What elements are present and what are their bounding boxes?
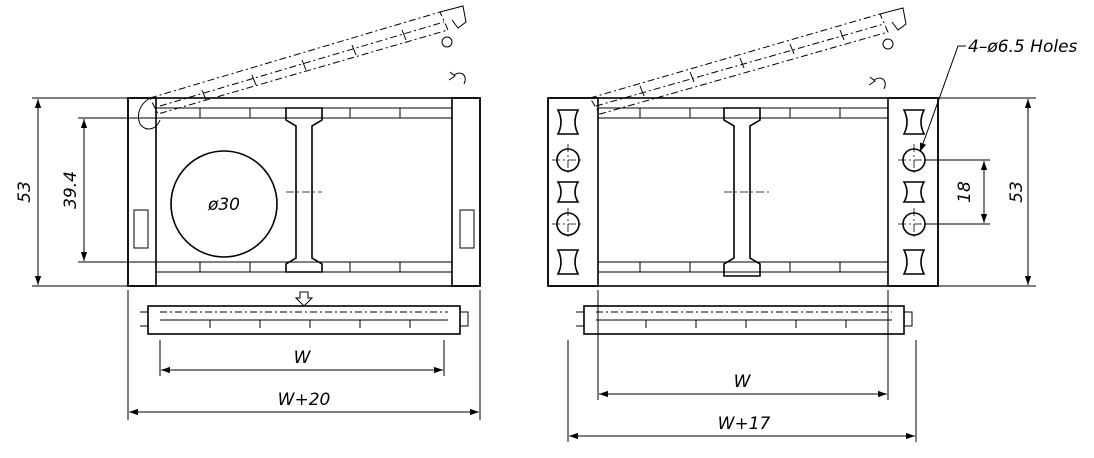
left-inner-height-label: 39.4 <box>61 171 81 209</box>
left-bottom-strip <box>140 291 469 335</box>
right-hole-label: 4–ø6.5 Holes <box>968 37 1078 57</box>
left-open-lid <box>137 5 467 130</box>
right-outer-width-label: W+17 <box>718 414 771 434</box>
right-dimensions <box>567 45 1036 442</box>
left-cable-circle <box>170 150 278 258</box>
left-dimensions <box>32 97 481 420</box>
right-view: 4–ø6.5 Holes 18 53 W W+17 <box>547 7 1078 442</box>
left-height-label: 53 <box>15 181 35 203</box>
left-view: 53 39.4 ø30 W W+20 <box>15 5 481 420</box>
right-frame <box>547 97 939 287</box>
right-inner-width-label: W <box>734 372 752 392</box>
left-frame <box>127 97 481 287</box>
right-open-lid <box>589 7 907 115</box>
right-height-label: 53 <box>1007 181 1027 203</box>
left-diameter-label: ø30 <box>207 195 240 215</box>
right-bottom-strip <box>576 305 913 335</box>
right-hole-pitch-label: 18 <box>955 181 975 203</box>
left-inner-width-label: W <box>294 348 312 368</box>
left-outer-width-label: W+20 <box>278 390 331 410</box>
